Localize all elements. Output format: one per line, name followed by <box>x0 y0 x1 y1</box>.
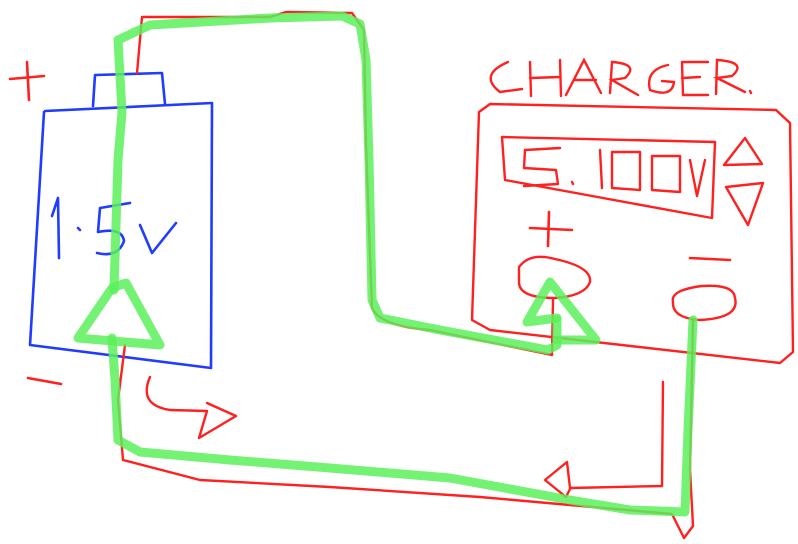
current-arrow-bottom-right <box>543 380 665 499</box>
current-arrow-bottom-left <box>145 375 238 440</box>
charger-plus-terminal <box>517 255 592 300</box>
current-flow-path <box>73 11 698 517</box>
charger-display <box>500 135 717 220</box>
arrow-icon <box>73 278 165 350</box>
green-negative-path <box>107 315 698 517</box>
charger-display-digits <box>522 146 707 198</box>
charger-minus-sign <box>688 256 732 262</box>
triangle-up-icon[interactable] <box>722 136 764 167</box>
charger-body <box>470 102 795 365</box>
battery-terminal-cap <box>91 71 167 108</box>
battery-voltage-label: 1·5v <box>46 206 168 271</box>
battery-minus-sign <box>26 376 63 386</box>
charger-minus-terminal <box>671 284 737 322</box>
charger-arrow-icon <box>522 277 601 345</box>
triangle-down-icon[interactable] <box>724 181 765 227</box>
battery-plus-sign <box>8 60 46 102</box>
negative-wire <box>116 318 695 540</box>
charger-title-drawn <box>489 57 753 98</box>
charger-plus-sign <box>528 210 574 248</box>
charger-display-value: 5.00v <box>520 152 633 198</box>
battery-body <box>28 101 214 370</box>
green-positive-path <box>109 11 562 355</box>
charger-icon <box>470 102 795 365</box>
charger-title: CHARGER. <box>480 59 689 105</box>
